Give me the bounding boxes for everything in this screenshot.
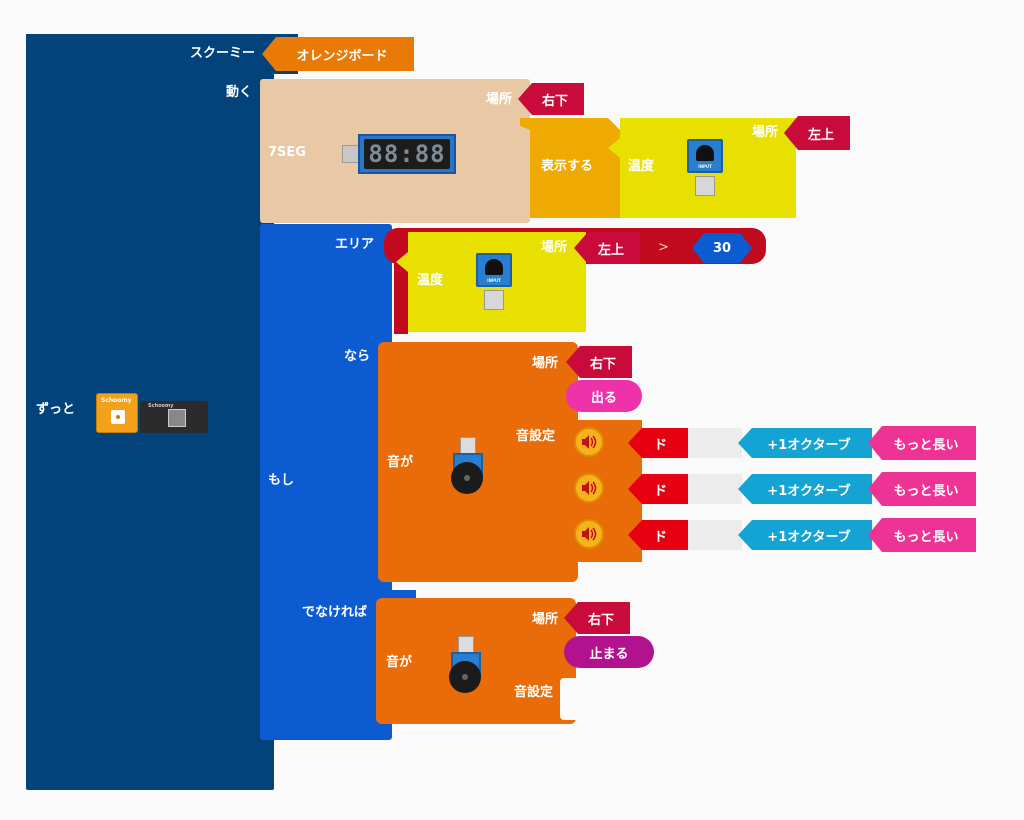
note-blank-slot: [688, 520, 742, 550]
length-selector[interactable]: もっと長い: [868, 472, 976, 506]
condition-temperature-sensor-icon: INPUT: [476, 253, 512, 287]
speaker-icon: [574, 519, 604, 549]
then-label: なら: [344, 349, 371, 364]
show-block[interactable]: [520, 118, 620, 218]
move-place-selector[interactable]: 右下: [518, 83, 584, 115]
then-action-button[interactable]: 出る: [566, 380, 642, 412]
length-selector[interactable]: もっと長い: [868, 518, 976, 552]
octave-selector[interactable]: +1オクターブ: [738, 428, 872, 458]
speaker-icon: [449, 661, 481, 693]
condition-temp-label: 温度: [417, 273, 444, 288]
condition-place-label: 場所: [541, 240, 568, 255]
temp-place-selector[interactable]: 左上: [784, 116, 850, 150]
then-sound-label: 音が: [387, 455, 414, 470]
speaker-icon: [574, 427, 604, 457]
note-selector[interactable]: ド: [628, 474, 690, 504]
then-setting-label: 音設定: [516, 429, 556, 444]
note-selector[interactable]: ド: [628, 428, 690, 458]
then-place-label: 場所: [532, 356, 559, 371]
note-selector[interactable]: ド: [628, 520, 690, 550]
display-digits: 88:88: [368, 140, 446, 168]
else-action-button[interactable]: 止まる: [564, 636, 654, 668]
temp-label: 温度: [628, 159, 655, 174]
if-block[interactable]: [260, 224, 392, 740]
note-blank-slot: [688, 428, 742, 458]
length-selector[interactable]: もっと長い: [868, 426, 976, 460]
sensor-connector: [695, 176, 715, 196]
else-place-label: 場所: [532, 612, 559, 627]
speaker-icon: [574, 473, 604, 503]
board-selector[interactable]: オレンジボード: [262, 37, 414, 71]
speaker-icon: [451, 462, 483, 494]
condition-place-selector[interactable]: 左上: [574, 232, 640, 264]
move-place-label: 場所: [486, 92, 513, 107]
else-empty-slot[interactable]: [560, 678, 580, 720]
condition-sensor-connector: [484, 290, 504, 310]
octave-selector[interactable]: +1オクターブ: [738, 474, 872, 504]
octave-selector[interactable]: +1オクターブ: [738, 520, 872, 550]
move-label: 動く: [226, 85, 253, 100]
note-row[interactable]: ド +1オクターブ もっと長い: [564, 514, 976, 554]
note-blank-slot: [688, 474, 742, 504]
note-row[interactable]: ド +1オクターブ もっと長い: [564, 468, 976, 508]
show-label: 表示する: [541, 159, 594, 174]
seven-segment-display: 88:88: [358, 134, 456, 174]
if-label: もし: [268, 473, 295, 488]
schoomy-board-icon: Schoomy: [96, 393, 138, 433]
forever-header-strip: [26, 34, 298, 74]
condition-left-bar: [394, 250, 408, 334]
condition-operator[interactable]: >: [658, 240, 669, 255]
else-setting-label: 音設定: [514, 685, 554, 700]
display-label: 7SEG: [268, 145, 306, 160]
chip-label: Schoomy: [101, 397, 132, 404]
else-label: でなければ: [302, 605, 368, 620]
note-row[interactable]: ド +1オクターブ もっと長い: [564, 422, 976, 462]
board-extension-icon: Schoomy: [140, 401, 208, 433]
else-sound-label: 音が: [386, 655, 413, 670]
else-place-selector[interactable]: 右下: [564, 602, 630, 634]
scratch-label: スクーミー: [190, 46, 256, 61]
forever-label: ずっと: [36, 402, 76, 417]
then-place-selector[interactable]: 右下: [566, 346, 632, 378]
temp-place-label: 場所: [752, 125, 779, 140]
condition-value-input[interactable]: 30: [692, 233, 752, 263]
chip2-label: Schoomy: [148, 403, 174, 409]
area-label: エリア: [335, 237, 375, 252]
temperature-sensor-icon: INPUT: [687, 139, 723, 173]
